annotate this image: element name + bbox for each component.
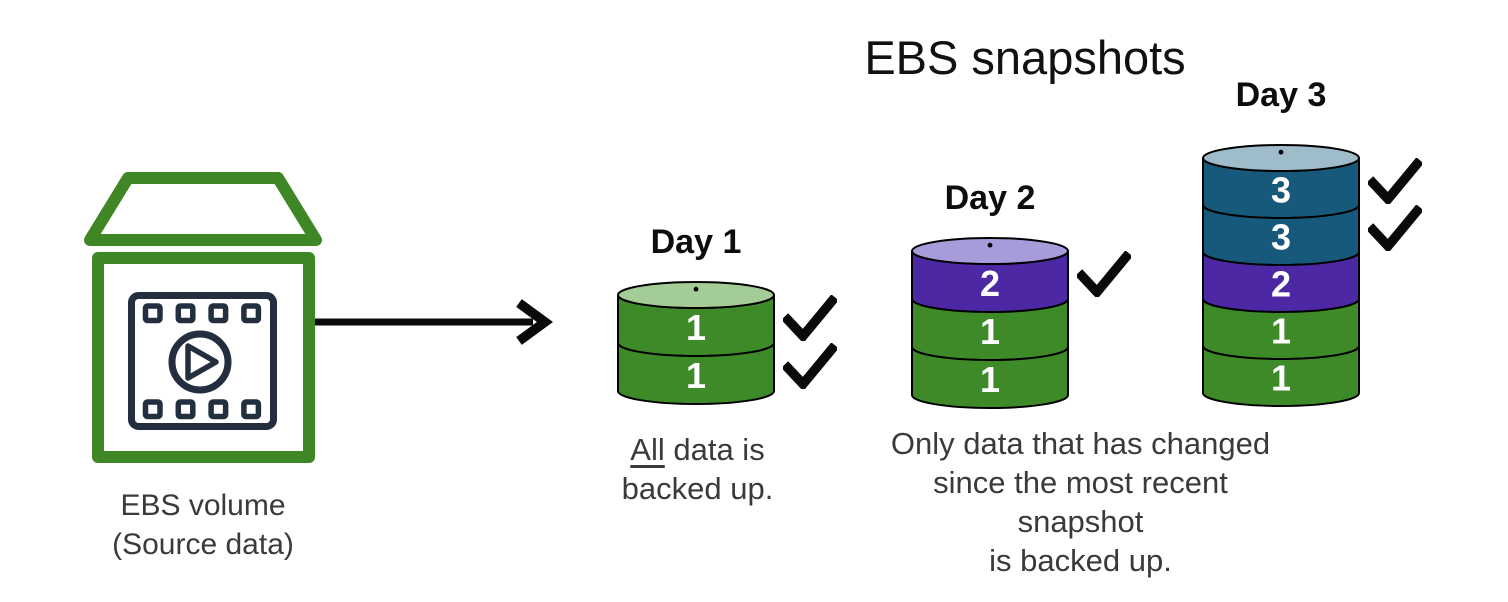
caption-line: is backed up. [989,543,1172,578]
day-label: Day 3 [1235,76,1327,114]
film-play-icon [128,292,277,430]
volume-box-icon [92,252,315,463]
underlined-word: All [630,432,665,467]
segment-number: 2 [980,263,1000,304]
caption-line: All data is [595,430,800,469]
segment-number: 1 [1271,311,1291,352]
volume-lid-icon [84,172,322,246]
source-label-line1: EBS volume [120,489,286,522]
caption-line: Only data that has changed [890,426,1271,461]
cylinder-segment [911,346,1069,409]
checkmark-icon [783,343,837,389]
caption-line: backed up. [621,471,774,506]
segment-number: 2 [1271,264,1291,305]
segment-number: 1 [980,311,1000,352]
cylinder-top [911,237,1069,265]
snapshot-cylinder: 3 3 2 1 1 [1202,144,1360,407]
cylinder-top-dot [693,286,699,292]
right-arrow-icon [315,299,553,345]
segment-number: 1 [1271,358,1291,399]
segment-number: 1 [686,307,706,348]
checkmark-icon [1077,251,1131,297]
diagram-title: EBS snapshots [864,31,1186,84]
checkmark-icon [783,295,837,341]
caption-text: data is [664,432,765,467]
segment-number: 3 [1271,170,1291,211]
cylinder-segment [617,342,775,405]
segment-number: 1 [686,355,706,396]
cylinder-top-dot [1278,149,1284,155]
checkmark-icon [1368,204,1422,251]
source-label-line2: (Source data) [112,528,294,561]
snapshot-cylinder: 11 [617,281,775,405]
caption-full-backup: All data is backed up. [595,430,800,508]
caption-incremental-backup: Only data that has changed since the mos… [878,424,1283,580]
cylinder-top [617,281,775,309]
cylinder-segment [1202,345,1360,407]
caption-line: since the most recent snapshot [933,465,1228,539]
source-label: EBS volume (Source data) [78,486,328,564]
segment-number: 3 [1271,217,1291,258]
segment-number: 1 [980,359,1000,400]
checkmark-icon [1368,157,1422,204]
day-label: Day 1 [650,223,742,261]
cylinder-top [1202,144,1360,172]
snapshot-cylinder: 2 1 1 [911,237,1069,409]
day-label: Day 2 [944,179,1036,217]
ebs-volume-film-icon [84,172,322,463]
cylinder-top-dot [987,242,993,248]
